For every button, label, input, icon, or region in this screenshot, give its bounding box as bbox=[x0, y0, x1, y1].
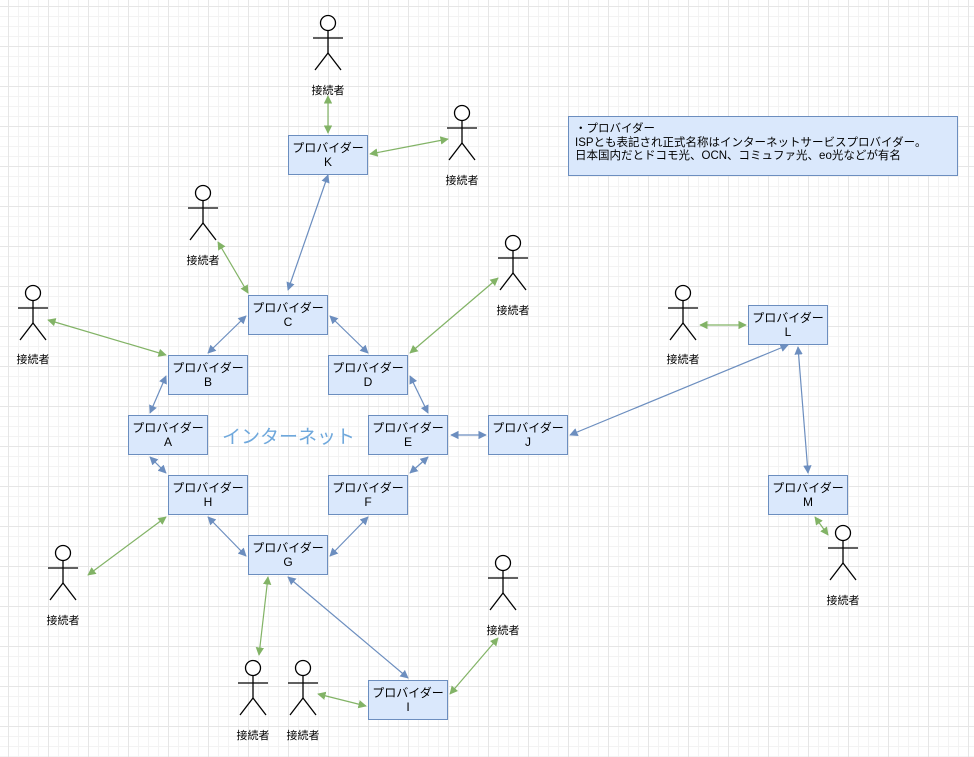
provider-h-name: プロバイダー bbox=[172, 481, 244, 495]
link-e-f[interactable] bbox=[409, 456, 429, 474]
note-line-2: ISPとも表記され正式名称はインターネットサービスプロバイダー。 bbox=[575, 136, 927, 149]
provider-a-name: プロバイダー bbox=[132, 421, 204, 435]
provider-m-name: プロバイダー bbox=[772, 481, 844, 495]
user-link-i-left[interactable] bbox=[317, 691, 367, 709]
provider-l-name: プロバイダー bbox=[752, 311, 824, 325]
provider-e[interactable]: プロバイダー E bbox=[368, 415, 448, 455]
provider-j-letter: J bbox=[525, 435, 531, 449]
link-c-k[interactable] bbox=[286, 174, 330, 291]
link-h-g[interactable] bbox=[207, 516, 247, 557]
user-link-g[interactable] bbox=[255, 576, 272, 656]
actor-icon[interactable] bbox=[447, 104, 477, 161]
actor-icon[interactable] bbox=[668, 284, 698, 341]
actor-label: 接続者 bbox=[236, 730, 270, 742]
provider-m[interactable]: プロバイダー M bbox=[768, 475, 848, 515]
user-link-c[interactable] bbox=[217, 241, 249, 294]
actor-label: 接続者 bbox=[46, 615, 80, 627]
provider-i-name: プロバイダー bbox=[372, 686, 444, 700]
provider-k-letter: K bbox=[323, 155, 332, 169]
provider-c-name: プロバイダー bbox=[252, 301, 324, 315]
actor-icon[interactable] bbox=[18, 284, 48, 341]
provider-d-letter: D bbox=[363, 375, 373, 389]
provider-c-letter: C bbox=[283, 315, 293, 329]
provider-l-letter: L bbox=[784, 325, 792, 339]
link-b-a[interactable] bbox=[149, 375, 167, 414]
provider-a-letter: A bbox=[163, 435, 172, 449]
provider-c[interactable]: プロバイダー C bbox=[248, 295, 328, 335]
actor-icon[interactable] bbox=[48, 544, 78, 601]
provider-d[interactable]: プロバイダー D bbox=[328, 355, 408, 395]
link-l-m[interactable] bbox=[794, 346, 812, 474]
actor-icon[interactable] bbox=[288, 659, 318, 716]
provider-f-letter: F bbox=[364, 495, 372, 509]
provider-i-letter: I bbox=[406, 700, 410, 714]
user-link-d[interactable] bbox=[409, 277, 499, 354]
user-link-h[interactable] bbox=[87, 516, 167, 576]
actor-icon[interactable] bbox=[188, 184, 218, 241]
provider-b-letter: B bbox=[203, 375, 212, 389]
link-j-l[interactable] bbox=[569, 344, 789, 436]
provider-g-name: プロバイダー bbox=[252, 541, 324, 555]
provider-a[interactable]: プロバイダー A bbox=[128, 415, 208, 455]
actor-label: 接続者 bbox=[16, 354, 50, 366]
user-link-m[interactable] bbox=[814, 516, 829, 536]
provider-b-name: プロバイダー bbox=[172, 361, 244, 375]
provider-e-letter: E bbox=[403, 435, 412, 449]
user-link-b[interactable] bbox=[47, 318, 167, 357]
provider-g-letter: G bbox=[283, 555, 293, 569]
internet-label: インターネット bbox=[222, 427, 356, 448]
provider-m-letter: M bbox=[803, 495, 813, 509]
note-line-1: ・プロバイダー bbox=[575, 123, 656, 135]
provider-i[interactable]: プロバイダー I bbox=[368, 680, 448, 720]
actor-icon[interactable] bbox=[238, 659, 268, 716]
provider-j-name: プロバイダー bbox=[492, 421, 564, 435]
actor-label: 接続者 bbox=[311, 85, 345, 97]
provider-h[interactable]: プロバイダー H bbox=[168, 475, 248, 515]
actor-icon[interactable] bbox=[488, 554, 518, 611]
provider-k[interactable]: プロバイダー K bbox=[288, 135, 368, 175]
provider-note: ・プロバイダー ISPとも表記され正式名称はインターネットサービスプロバイダー。… bbox=[568, 116, 958, 176]
link-d-e[interactable] bbox=[409, 375, 429, 414]
actor-label: 接続者 bbox=[186, 255, 220, 267]
provider-d-name: プロバイダー bbox=[332, 361, 404, 375]
actor-label: 接続者 bbox=[826, 595, 860, 607]
provider-f-name: プロバイダー bbox=[332, 481, 404, 495]
link-c-b[interactable] bbox=[207, 315, 247, 354]
user-link-k-right[interactable] bbox=[369, 136, 449, 157]
actor-label: 接続者 bbox=[486, 625, 520, 637]
actor-icon[interactable] bbox=[313, 14, 343, 71]
actor-label: 接続者 bbox=[496, 305, 530, 317]
note-line-3: 日本国内だとドコモ光、OCN、コミュファ光、eo光などが有名 bbox=[575, 150, 901, 162]
actor-icon[interactable] bbox=[828, 524, 858, 581]
link-a-h[interactable] bbox=[149, 456, 167, 474]
user-link-i-right[interactable] bbox=[449, 637, 499, 695]
actor-label: 接続者 bbox=[666, 354, 700, 366]
actor-label: 接続者 bbox=[445, 175, 479, 187]
provider-l[interactable]: プロバイダー L bbox=[748, 305, 828, 345]
provider-b[interactable]: プロバイダー B bbox=[168, 355, 248, 395]
link-f-g[interactable] bbox=[329, 516, 369, 557]
actor-label: 接続者 bbox=[286, 730, 320, 742]
provider-g[interactable]: プロバイダー G bbox=[248, 535, 328, 575]
link-g-i[interactable] bbox=[287, 576, 409, 679]
provider-f[interactable]: プロバイダー F bbox=[328, 475, 408, 515]
provider-h-letter: H bbox=[203, 495, 213, 509]
provider-k-name: プロバイダー bbox=[292, 141, 364, 155]
provider-e-name: プロバイダー bbox=[372, 421, 444, 435]
link-c-d[interactable] bbox=[329, 315, 369, 354]
actor-icon[interactable] bbox=[498, 234, 528, 291]
provider-j[interactable]: プロバイダー J bbox=[488, 415, 568, 455]
